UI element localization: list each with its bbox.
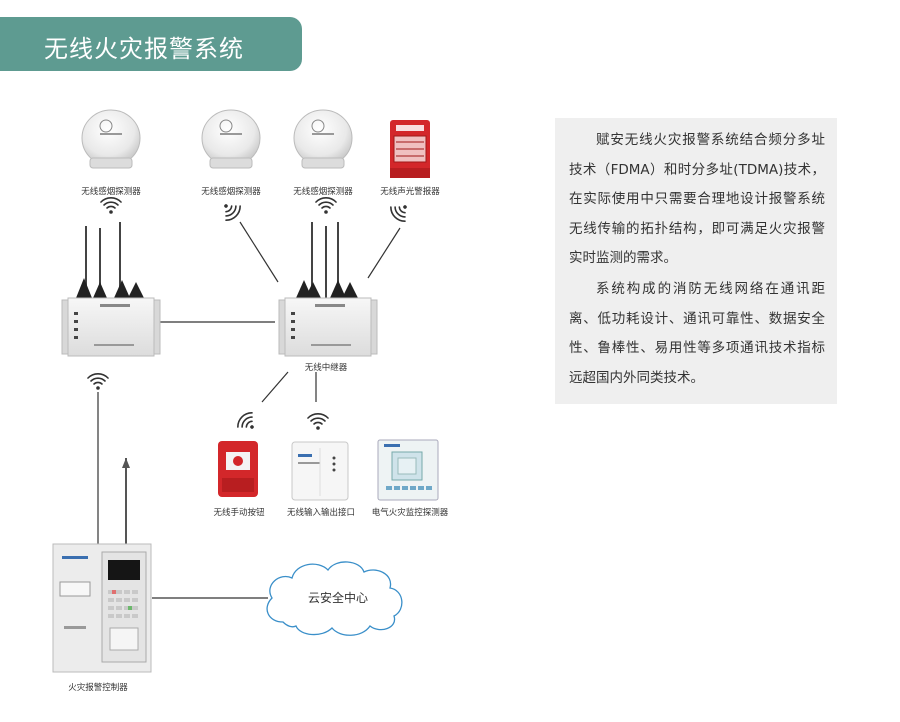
fire-alarm-controller-icon: [52, 458, 152, 673]
device-label: 火灾报警控制器: [68, 683, 128, 693]
device-label: 无线感烟探测器: [293, 187, 353, 197]
wifi-icon: [224, 204, 241, 221]
description-paragraph-1: 赋安无线火灾报警系统结合频分多址技术（FDMA）和时分多址(TDMA)技术，在实…: [569, 132, 825, 266]
io-interface-icon: [291, 441, 349, 501]
device-label: 无线感烟探测器: [201, 187, 261, 197]
wifi-icon: [237, 412, 254, 429]
description-paragraph-2: 系统构成的消防无线网络在通讯距离、低功耗设计、通讯可靠性、数据安全性、鲁棒性、易…: [569, 281, 825, 386]
wifi-icons: [87, 197, 407, 430]
device-label: 电气火灾监控探测器: [371, 508, 449, 518]
link-smoke2: [239, 221, 279, 283]
device-label: 无线声光警报器: [380, 187, 440, 197]
smoke-detector-icon: [81, 109, 141, 169]
link-button: [261, 371, 289, 403]
smoke-detector-icon: [293, 109, 353, 169]
cloud-label: 云安全中心: [308, 591, 369, 605]
manual-button-icon: [218, 441, 258, 497]
repeater-right-icon: [278, 222, 378, 357]
repeater-left-icon: [61, 222, 161, 357]
cloud-icon: [266, 561, 403, 636]
wifi-icon: [307, 413, 329, 430]
connection-lines: [97, 221, 401, 599]
electrical-fire-monitor-icon: [377, 439, 439, 501]
device-label: 无线输入输出接口: [286, 508, 355, 518]
smoke-detector-icon: [201, 109, 261, 169]
wifi-icon: [100, 197, 122, 214]
wifi-icon: [87, 373, 109, 390]
title-banner: 无线火灾报警系统: [0, 17, 302, 71]
link-alarm: [367, 227, 401, 279]
wifi-icon: [390, 205, 407, 222]
sound-light-alarm-icon: [390, 120, 430, 178]
page-title: 无线火灾报警系统: [44, 35, 244, 63]
wifi-icon: [315, 197, 337, 214]
device-label: 无线感烟探测器: [81, 187, 141, 197]
description-panel: 赋安无线火灾报警系统结合频分多址技术（FDMA）和时分多址(TDMA)技术，在实…: [555, 118, 837, 404]
device-label: 无线中继器: [304, 363, 348, 373]
device-label: 无线手动按钮: [213, 508, 265, 518]
